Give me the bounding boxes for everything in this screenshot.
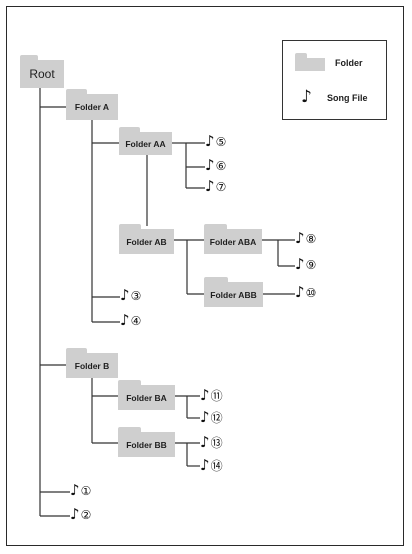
song-file-12: ♪⑫: [200, 409, 223, 426]
song-file-2: ♪②: [70, 507, 91, 522]
folder-icon: [119, 127, 141, 133]
folder-icon: [204, 224, 228, 230]
song-number: ⑧: [305, 231, 317, 246]
music-note-icon: ♪: [200, 386, 210, 404]
folder-aa: Folder AA: [119, 127, 172, 155]
folder-icon: [66, 348, 87, 354]
folder-icon: [66, 89, 87, 95]
music-note-icon: ♪: [70, 481, 80, 499]
song-number: ⑦: [215, 179, 227, 194]
legend-song-label: Song File: [327, 93, 368, 103]
music-note-icon: ♪: [205, 177, 215, 195]
music-note-icon: ♪: [120, 311, 130, 329]
folder-b: Folder B: [66, 348, 118, 378]
song-file-13: ♪⑬: [200, 434, 223, 451]
folder-icon: [20, 55, 38, 61]
folder-abb: Folder ABB: [204, 277, 263, 307]
music-note-icon: ♪: [120, 286, 130, 304]
song-number: ②: [80, 507, 92, 522]
folder-icon: [119, 224, 141, 230]
song-file-6: ♪⑥: [205, 158, 226, 173]
song-file-4: ♪④: [120, 313, 141, 328]
music-note-icon: ♪: [205, 156, 215, 174]
song-file-8: ♪⑧: [295, 231, 316, 246]
folder-icon: [204, 277, 228, 283]
song-number: ④: [130, 313, 142, 328]
song-file-10: ♪⑩: [295, 285, 316, 300]
folder-ab: Folder AB: [119, 224, 174, 254]
song-file-9: ♪⑨: [295, 257, 316, 272]
folder-root: Root: [20, 55, 64, 88]
folder-label: Folder A: [66, 94, 118, 120]
song-number: ①: [80, 483, 92, 498]
folder-icon: [118, 380, 141, 386]
folder-label: Folder BA: [118, 385, 175, 410]
legend: Folder ♪ Song File: [282, 40, 387, 120]
folder-label: Folder B: [66, 353, 118, 378]
folder-label: Folder AB: [119, 229, 174, 254]
song-number: ⑨: [305, 257, 317, 272]
folder-label: Folder AA: [119, 132, 172, 155]
song-number: ⑪: [210, 389, 223, 403]
music-note-icon: ♪: [200, 408, 210, 426]
legend-folder-label: Folder: [335, 58, 363, 68]
folder-label: Folder BB: [118, 432, 175, 457]
song-file-1: ♪①: [70, 483, 91, 498]
song-file-5: ♪⑤: [205, 134, 226, 149]
music-note-icon: ♪: [200, 456, 210, 474]
folder-ba: Folder BA: [118, 380, 175, 410]
folder-a: Folder A: [66, 89, 118, 120]
song-number: ⑥: [215, 158, 227, 173]
music-note-icon: ♪: [200, 433, 210, 451]
song-file-11: ♪⑪: [200, 387, 223, 404]
song-number: ⑫: [210, 411, 223, 425]
music-note-icon: ♪: [295, 283, 305, 301]
folder-icon: [118, 427, 141, 433]
song-file-3: ♪③: [120, 288, 141, 303]
legend-music-note-icon: ♪: [301, 87, 312, 107]
folder-aba: Folder ABA: [204, 224, 262, 254]
folder-label: Folder ABB: [204, 282, 263, 307]
folder-label: Root: [20, 60, 64, 88]
folder-bb: Folder BB: [118, 427, 175, 457]
song-number: ⑬: [210, 436, 223, 450]
legend-folder-icon: [295, 53, 325, 71]
music-note-icon: ♪: [295, 255, 305, 273]
music-note-icon: ♪: [205, 132, 215, 150]
song-number: ⑭: [210, 459, 223, 473]
song-file-7: ♪⑦: [205, 179, 226, 194]
folder-label: Folder ABA: [204, 229, 262, 254]
music-note-icon: ♪: [295, 229, 305, 247]
music-note-icon: ♪: [70, 505, 80, 523]
song-number: ⑤: [215, 134, 227, 149]
song-file-14: ♪⑭: [200, 457, 223, 474]
song-number: ③: [130, 288, 142, 303]
song-number: ⑩: [305, 285, 317, 300]
